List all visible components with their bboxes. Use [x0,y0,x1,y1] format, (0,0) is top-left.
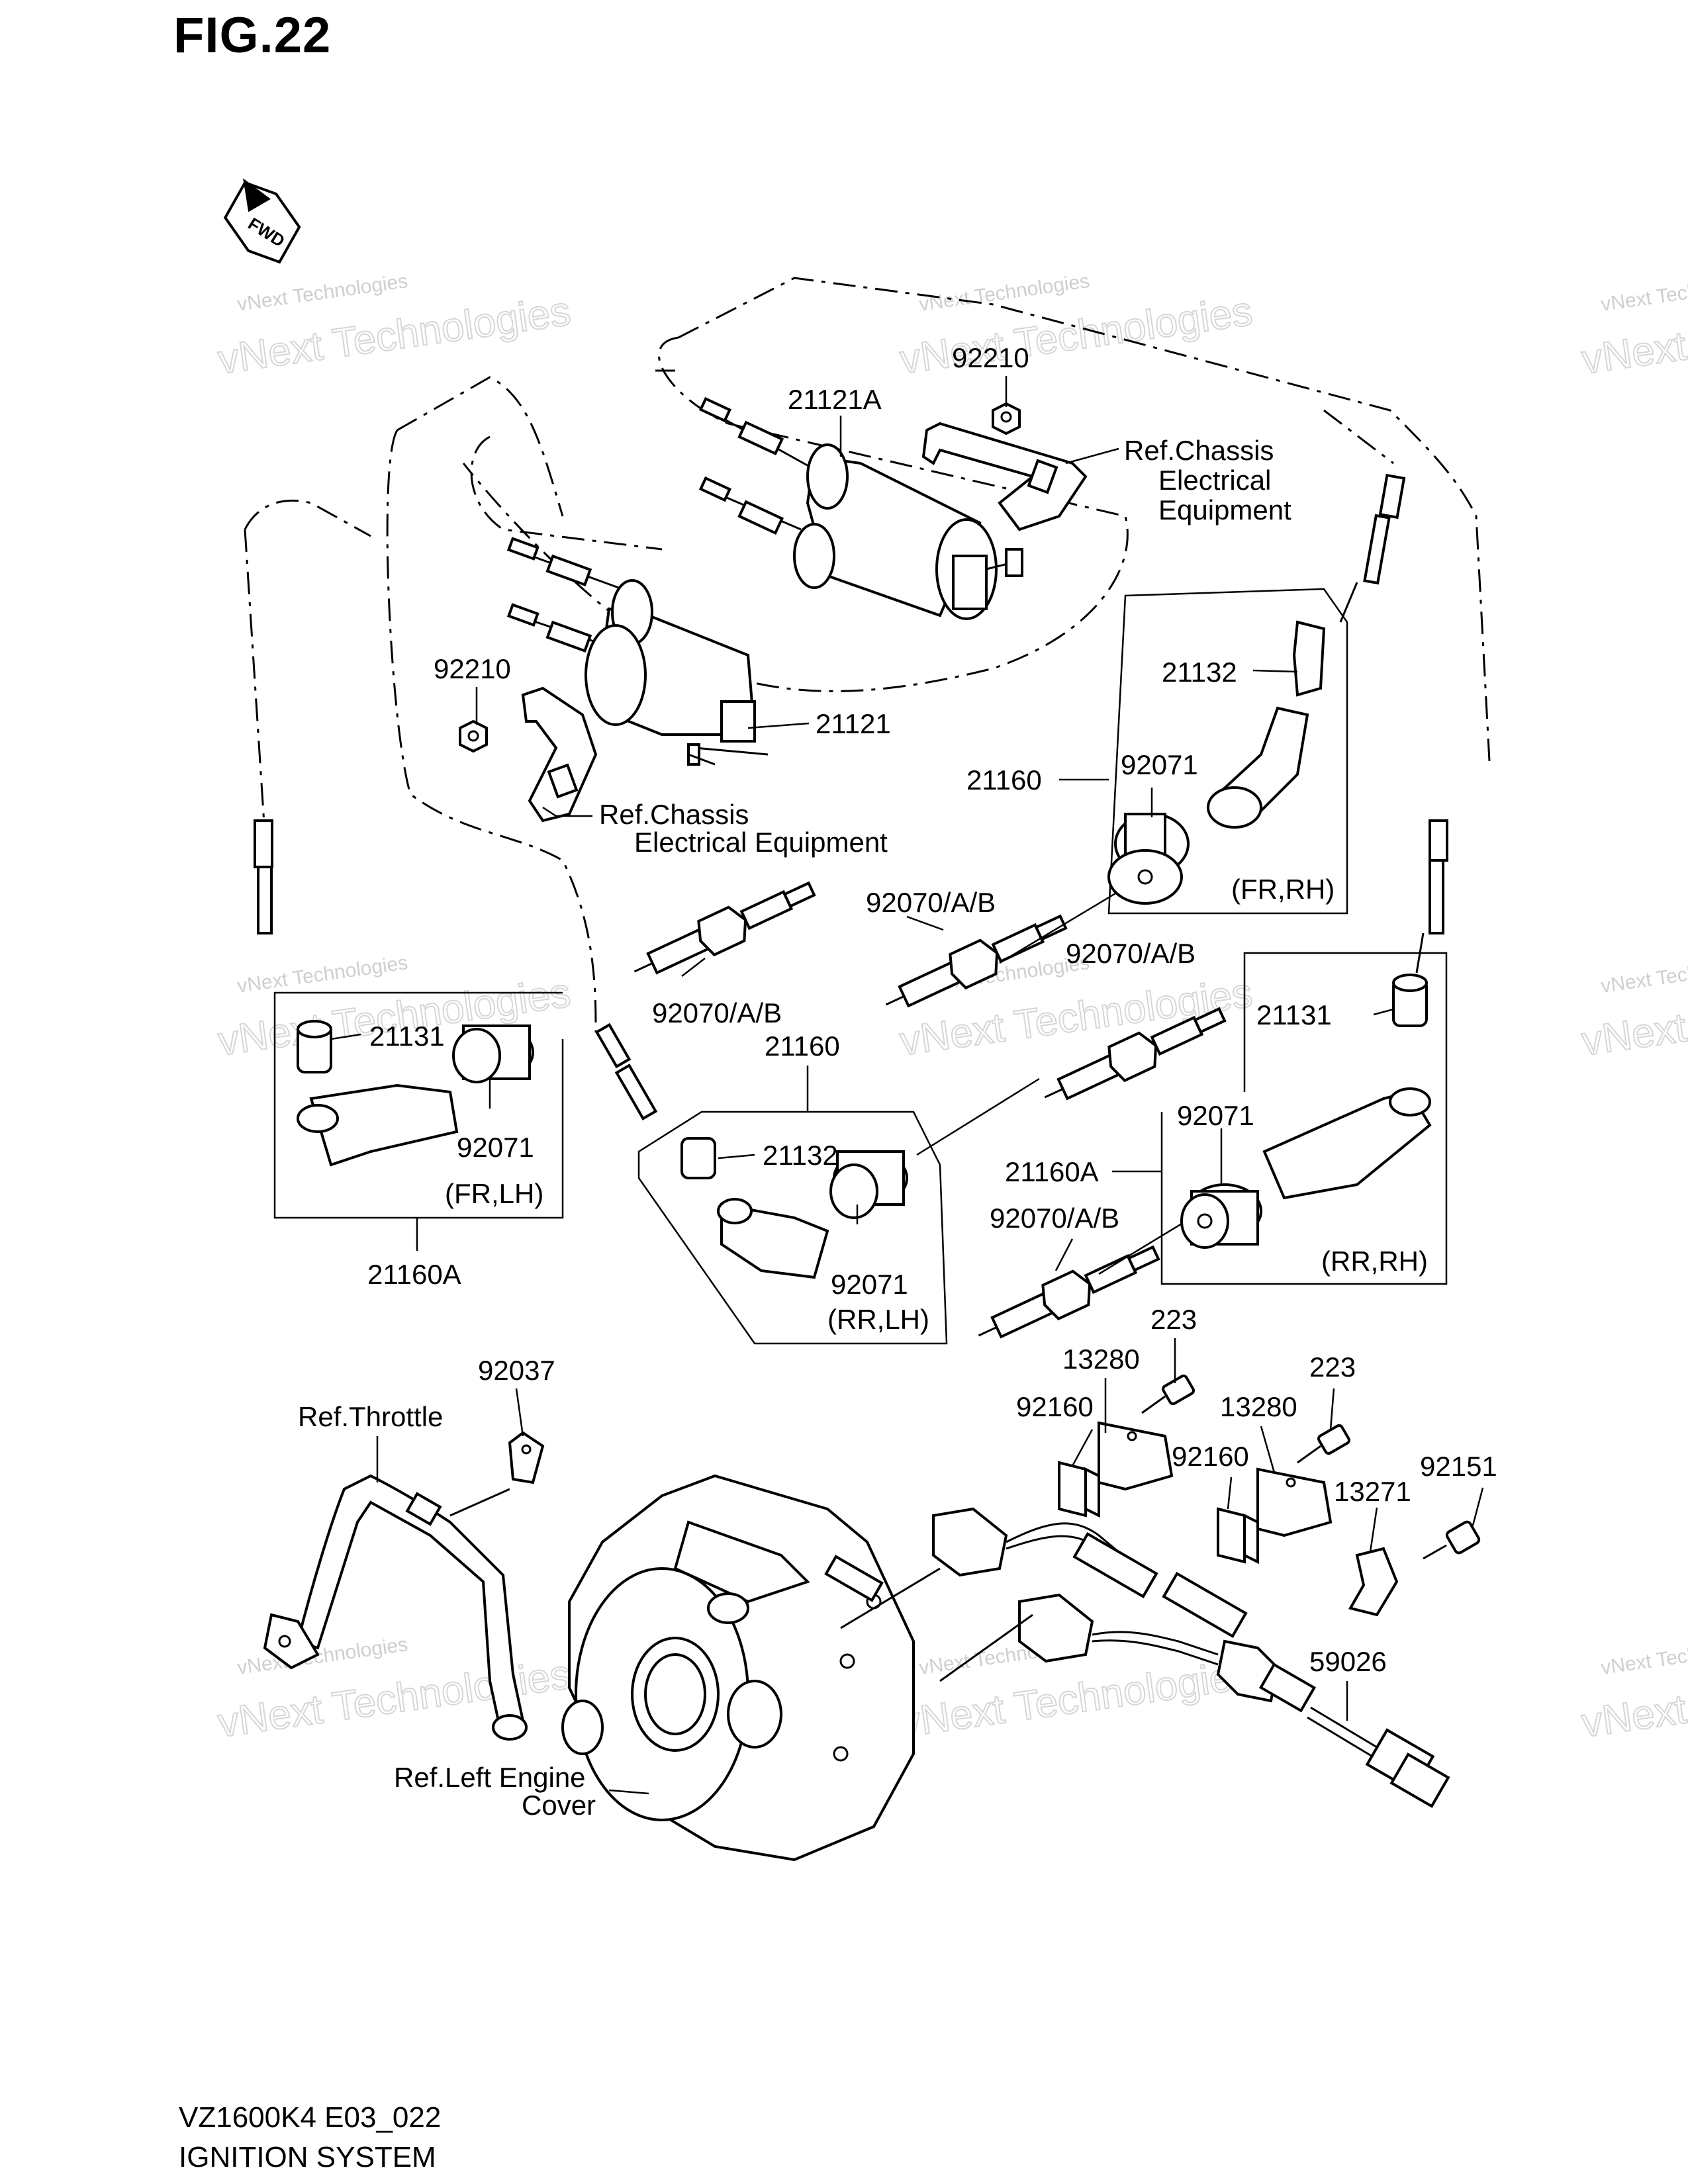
callout-21131-fr-lh: 21131 [369,1021,445,1052]
callout-92071-fr-rh: 92071 [1121,749,1198,780]
spark-plug [633,881,816,975]
callout-21132-rr-lh: 21132 [763,1140,838,1171]
callout-13271: 13271 [1334,1476,1411,1507]
callout-92071-rr-rh: 92071 [1177,1100,1254,1131]
callout-position-fr-rh: (FR,RH) [1231,874,1335,905]
svg-text:vNext Technologies: vNext Technologies [236,1633,409,1679]
callout-223-b: 223 [1309,1351,1356,1383]
callout-21121: 21121 [816,708,891,739]
throttle-lead-assembly [263,1431,545,1741]
callout-13280-b: 13280 [1220,1391,1297,1422]
ignition-coil-21121 [459,537,769,823]
callout-position-rr-lh: (RR,LH) [827,1304,929,1335]
callout-ref-engine-line2: Cover [522,1790,596,1821]
plug-cap-assembly-fr-rh [1107,588,1348,915]
figure-title: FIG.22 [173,7,332,64]
callout-ref-chassis-top-line1: Ref.Chassis [1124,435,1274,466]
svg-text:vNext Technologies: vNext Technologies [1599,1633,1688,1679]
callout-92070-c: 92070/A/B [652,997,782,1028]
callout-92151: 92151 [1420,1451,1497,1482]
svg-text:vNext Technologies: vNext Technologies [1599,270,1688,316]
signal-generator-wiring [824,1507,1450,1808]
svg-text:vNext Technologies: vNext Technologies [1599,952,1688,997]
model-code: VZ1600K4 E03_022 [179,2101,442,2134]
callout-92160-a: 92160 [1016,1391,1094,1422]
callout-21132-fr-rh: 21132 [1162,657,1237,688]
callout-92071-fr-lh: 92071 [457,1132,534,1163]
svg-text:vNext Technologies: vNext Technologies [917,270,1091,316]
callout-92210-top: 92210 [952,342,1029,373]
callout-ref-chassis-top-line2: Electrical [1158,465,1271,496]
callout-ref-engine-line1: Ref.Left Engine [394,1762,586,1793]
callout-92160-b: 92160 [1172,1441,1249,1472]
callout-position-fr-lh: (FR,LH) [445,1178,543,1209]
callout-21160-fr-rh: 21160 [966,764,1042,796]
callout-ref-chassis-left-line1: Ref.Chassis [599,799,749,830]
high-tension-leads [254,473,1448,1120]
callout-ref-chassis-top-line3: Equipment [1158,494,1291,525]
spark-plug [1044,1007,1227,1101]
spark-plug [978,1245,1160,1339]
callout-21160A-fr-lh: 21160A [367,1259,461,1290]
system-name: IGNITION SYSTEM [179,2141,436,2173]
callout-92070-a: 92070/A/B [866,887,996,918]
left-engine-cover [561,1474,915,1862]
watermark: vNext Technologies vNext Technologies [1578,952,1688,1065]
watermark: vNext Technologies vNext Technologies [1578,1633,1688,1747]
callout-92070-b: 92070/A/B [1066,938,1196,969]
routing-lines [244,277,1491,1033]
watermark: vNext Technologies vNext Technologies [896,270,1256,383]
ignition-coil-21121A [698,396,1088,620]
clamps-and-bolts [1058,1374,1481,1617]
svg-text:vNext Technologies: vNext Technologies [236,270,409,316]
fwd-arrow-badge: FWD [223,178,301,264]
callout-ref-throttle: Ref.Throttle [298,1401,443,1432]
callout-21160-rr-lh: 21160 [765,1030,840,1062]
watermark: vNext Technologies vNext Technologies [1578,270,1688,383]
plug-cap-assembly-rr-lh [637,1111,948,1345]
watermark: vNext Technologies vNext Technologies [214,270,574,383]
callout-ref-chassis-left-line2: Electrical Equipment [634,827,888,858]
svg-text:vNext Technologies: vNext Technologies [236,952,409,997]
callout-92210-left: 92210 [434,653,511,684]
callout-92070-d: 92070/A/B [990,1203,1119,1234]
callout-21131-rr-rh: 21131 [1256,999,1332,1030]
plug-cap-assembly-rr-rh [1160,952,1448,1285]
callout-92037: 92037 [478,1355,555,1386]
callout-59026: 59026 [1309,1646,1387,1677]
callout-13280-a: 13280 [1062,1343,1140,1375]
callout-labels: 92210 21121A Ref.Chassis Electrical Equi… [298,342,1497,1821]
callout-223-a: 223 [1150,1304,1197,1335]
callout-92071-rr-lh: 92071 [831,1269,908,1300]
spark-plug [885,914,1068,1008]
plug-cap-assembly-fr-lh [273,991,564,1219]
leader-lines [330,376,1484,1795]
callout-21160A-rr-rh: 21160A [1005,1156,1099,1187]
callout-21121A: 21121A [788,384,882,415]
callout-position-rr-rh: (RR,RH) [1321,1246,1428,1277]
